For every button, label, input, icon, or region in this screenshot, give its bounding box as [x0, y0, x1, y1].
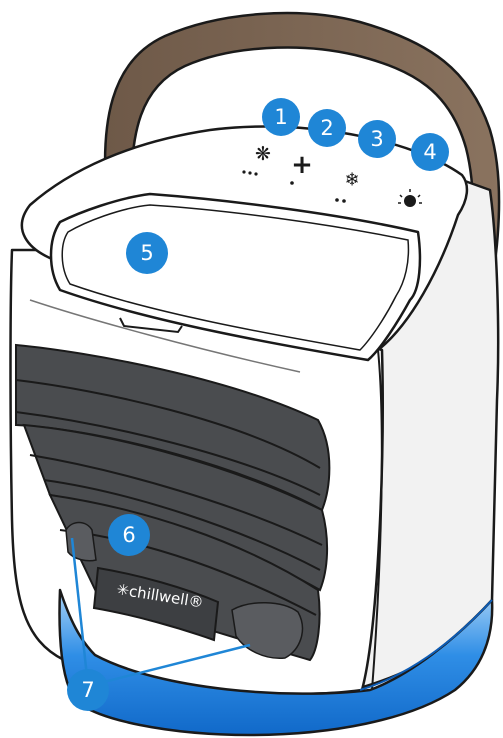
svg-text:1: 1: [274, 105, 287, 129]
svg-text:2: 2: [320, 116, 333, 140]
snowflake-icon: ❄: [344, 170, 359, 191]
svg-text:4: 4: [423, 140, 436, 164]
fan-icon: ❋: [255, 143, 271, 165]
callout-2: 2: [308, 109, 346, 147]
plus-button[interactable]: +: [290, 150, 313, 185]
plus-icon: +: [291, 150, 313, 180]
callout-4: 4: [411, 133, 449, 171]
svg-text:5: 5: [140, 241, 153, 265]
callout-3: 3: [358, 120, 396, 158]
callout-7: 7: [67, 669, 109, 711]
callout-6: 6: [108, 514, 150, 556]
svg-text:6: 6: [122, 523, 135, 547]
svg-text:3: 3: [370, 127, 383, 151]
callout-1: 1: [262, 98, 300, 136]
svg-text:7: 7: [81, 678, 94, 702]
callout-5: 5: [126, 232, 168, 274]
